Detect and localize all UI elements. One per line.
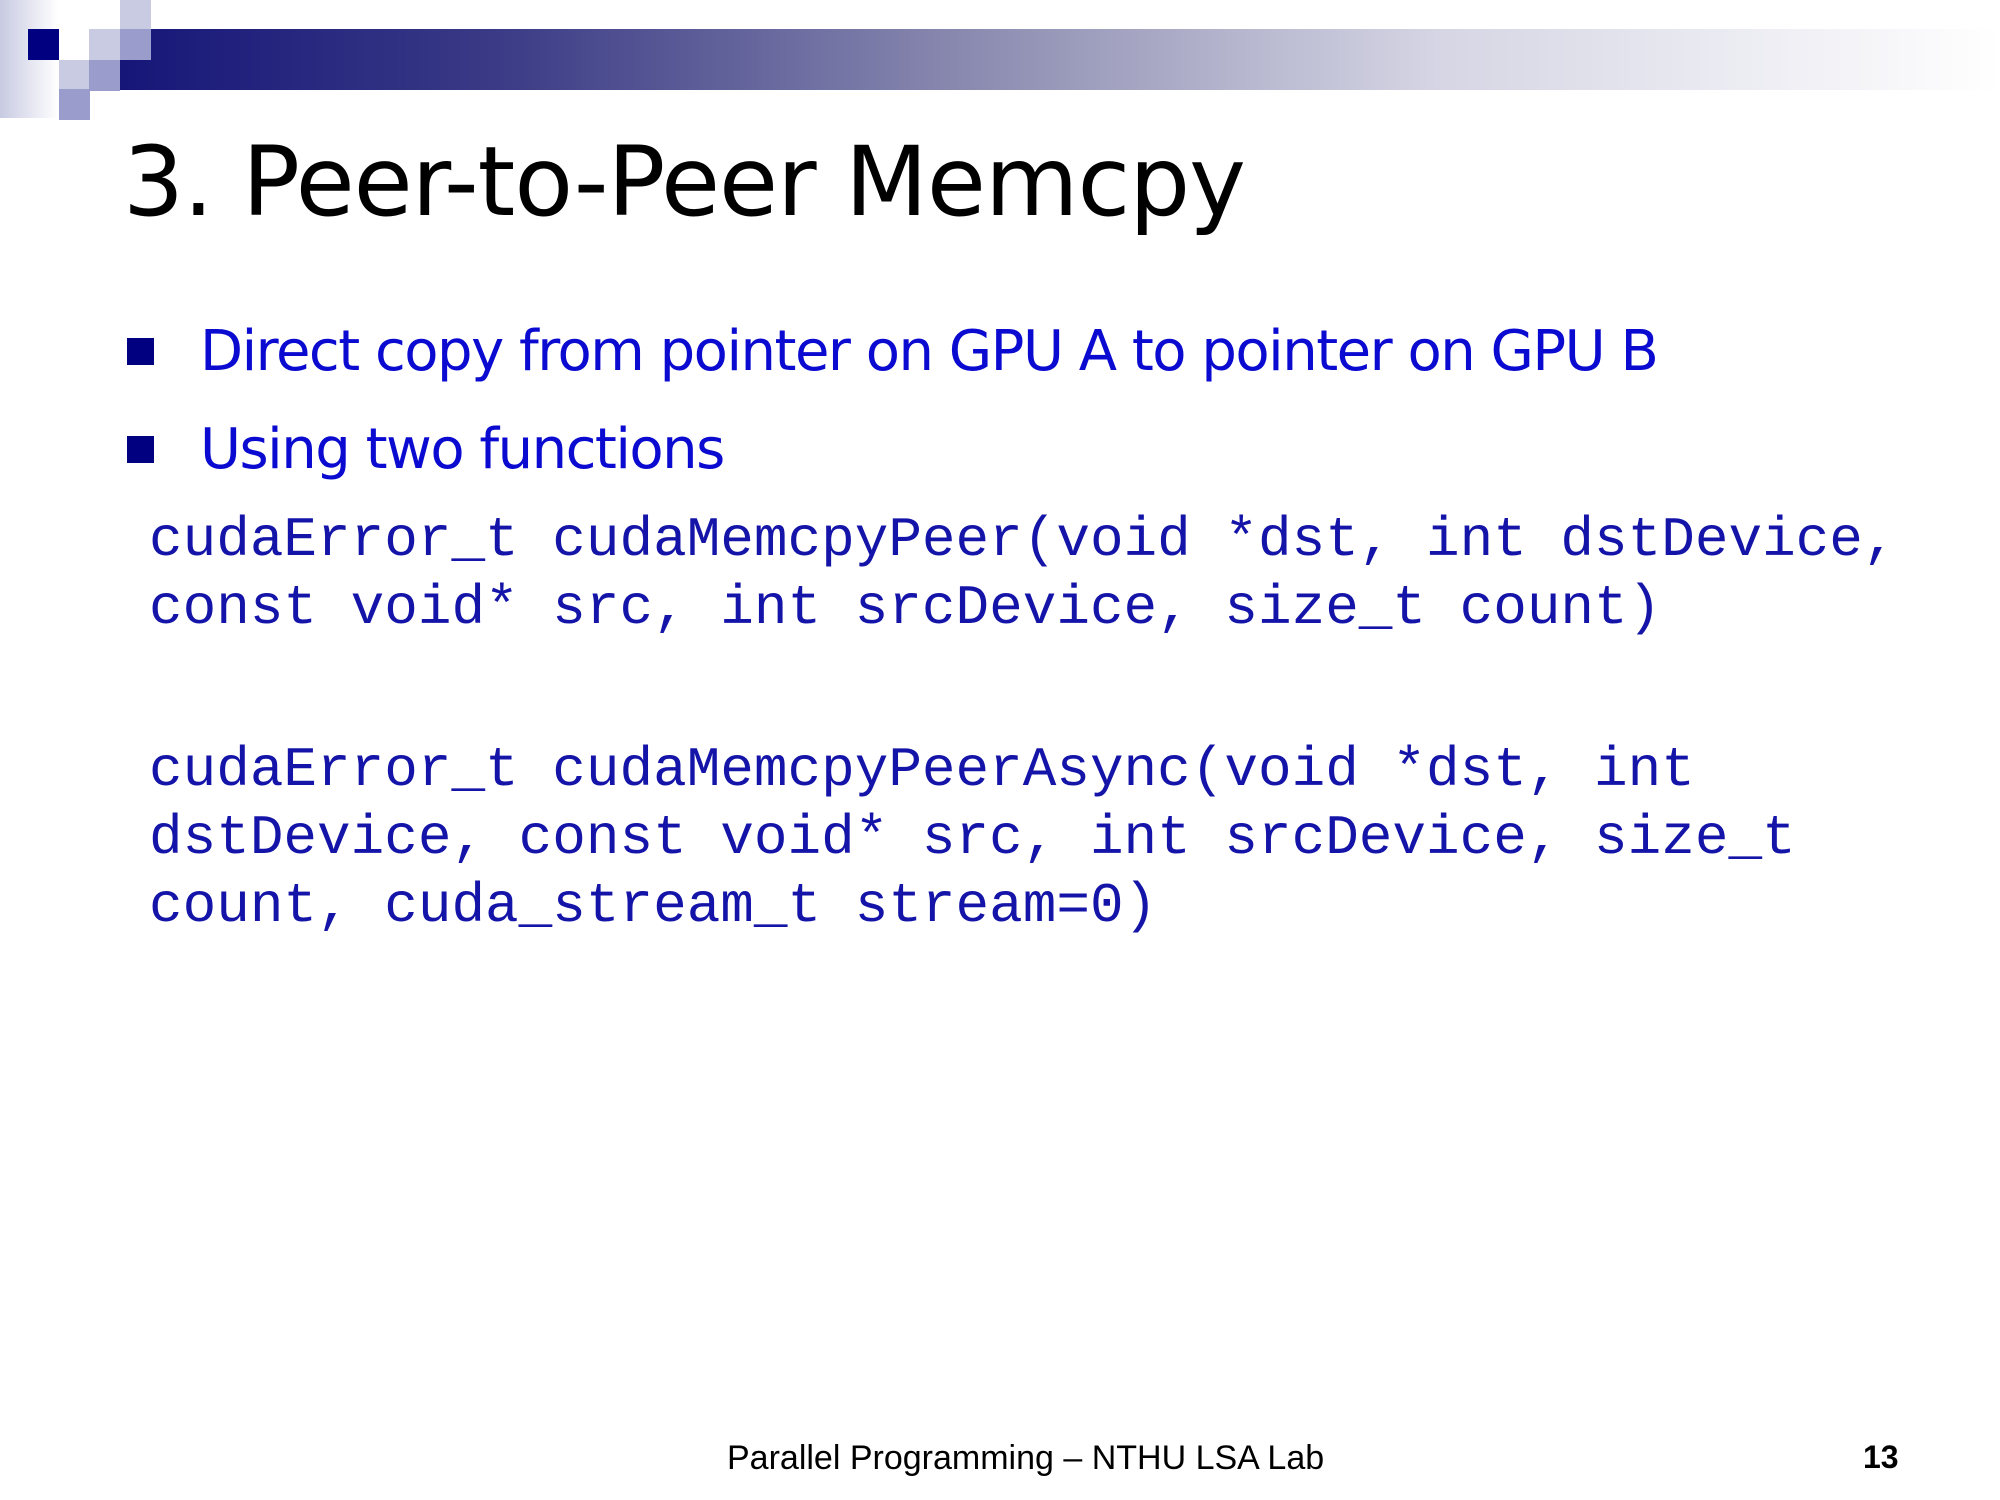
bullet-square-icon [127,436,154,463]
footer-text: Parallel Programming – NTHU LSA Lab [727,1439,1325,1477]
decor-square [120,0,151,31]
decor-square [120,29,151,60]
code-line: const void* src, int srcDevice, size_t c… [149,576,1662,640]
bullet-text: Direct copy from pointer on GPU A to poi… [200,319,1659,384]
decor-square [89,29,120,60]
code-block-memcpy-peer-async: cudaError_t cudaMemcpyPeerAsync(void *ds… [149,736,1796,940]
code-line: cudaError_t cudaMemcpyPeerAsync(void *ds… [149,738,1695,802]
decor-square [28,29,59,60]
code-line: count, cuda_stream_t stream=0) [149,874,1158,938]
bullet-square-icon [127,338,154,365]
decor-square [89,60,120,91]
code-block-memcpy-peer: cudaError_t cudaMemcpyPeer(void *dst, in… [149,506,1896,642]
decor-square [59,89,90,120]
header-gradient-bar [120,29,2000,90]
bullet-text: Using two functions [200,417,725,482]
decor-square [59,60,90,91]
code-line: cudaError_t cudaMemcpyPeer(void *dst, in… [149,508,1897,572]
slide-title: 3. Peer-to-Peer Memcpy [123,126,1246,238]
code-line: dstDevice, const void* src, int srcDevic… [149,806,1796,870]
page-number: 13 [1863,1439,1899,1475]
